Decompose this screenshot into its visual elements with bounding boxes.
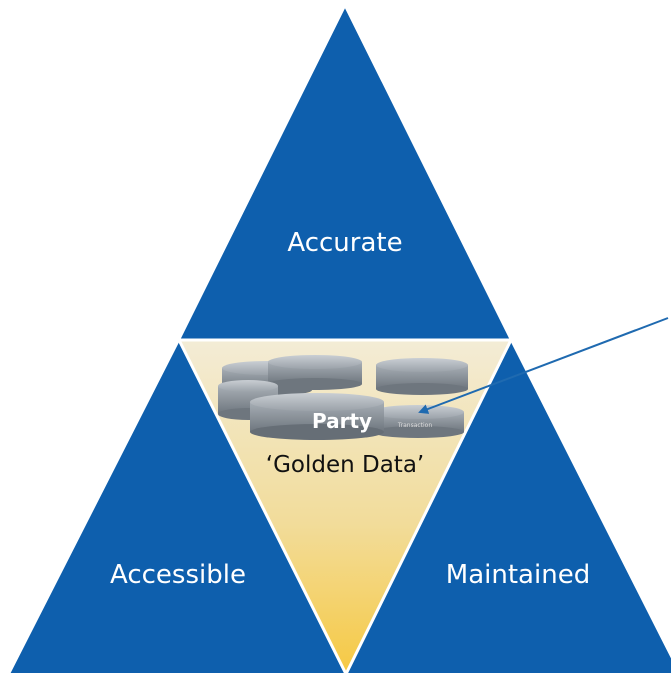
label-accessible: Accessible — [110, 560, 246, 590]
database-cylinder-back-middle — [268, 355, 362, 390]
pointer-arrow — [418, 317, 669, 414]
label-accurate: Accurate — [287, 228, 403, 258]
label-maintained: Maintained — [445, 560, 591, 590]
database-cylinder-party — [250, 393, 384, 440]
database-party-label: Party — [311, 409, 373, 433]
database-cylinder-back-right — [376, 358, 468, 395]
label-golden-data: ‘Golden Data’ — [265, 452, 425, 478]
database-cylinder-transaction — [372, 405, 464, 438]
triangle-accurate — [177, 3, 513, 341]
database-transaction-label: Transaction — [397, 422, 433, 429]
database-icon — [218, 355, 468, 440]
